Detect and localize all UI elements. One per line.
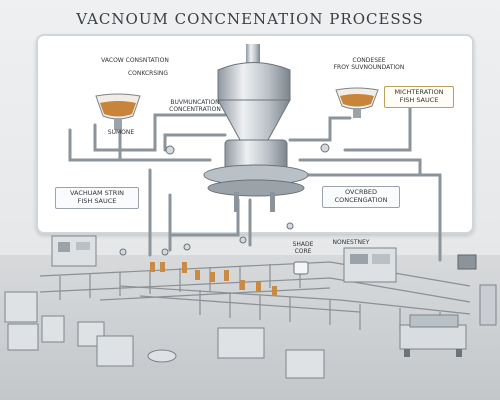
label-nonestney: NONESTNEY [332, 239, 370, 246]
valve-icons [119, 143, 330, 256]
label-condensee: CONDESEE FROY SUVNOUNDATION [333, 57, 405, 72]
production-rack [39, 261, 471, 332]
label-munification: BUVMUNCATION CONCENTRATION [169, 99, 221, 114]
label-concrrsing: CONKCRSING [127, 70, 169, 77]
vacuum-evaporator-tank [203, 44, 309, 212]
equipment-cart [399, 314, 467, 357]
sauce-bottles [150, 262, 277, 296]
label-vacuum-consentation: VACOW CONSNTATION [101, 57, 169, 64]
vacuum-concentration-bowl [95, 93, 141, 130]
filling-machine-left [51, 235, 97, 267]
control-cabinet-right [343, 247, 397, 283]
label-shade: SHADE CORE [292, 241, 314, 256]
floor-units [4, 291, 325, 379]
label-michteration: MICHTERATION FISH SAUCE [384, 86, 454, 108]
label-vacuum-strin: VACHUAM STRIN FISH SAUCE [55, 187, 139, 209]
page-title: VACNOUM CONCNENATION PROCESSS [76, 10, 424, 28]
tablet-screen [293, 261, 309, 275]
monitor-station [457, 254, 497, 326]
pipe-network [68, 88, 442, 262]
label-sumeing: SUMONE [107, 129, 135, 136]
label-overbed: OVCRBED CONCENGATION [322, 186, 400, 208]
condensee-bowl [335, 87, 379, 118]
